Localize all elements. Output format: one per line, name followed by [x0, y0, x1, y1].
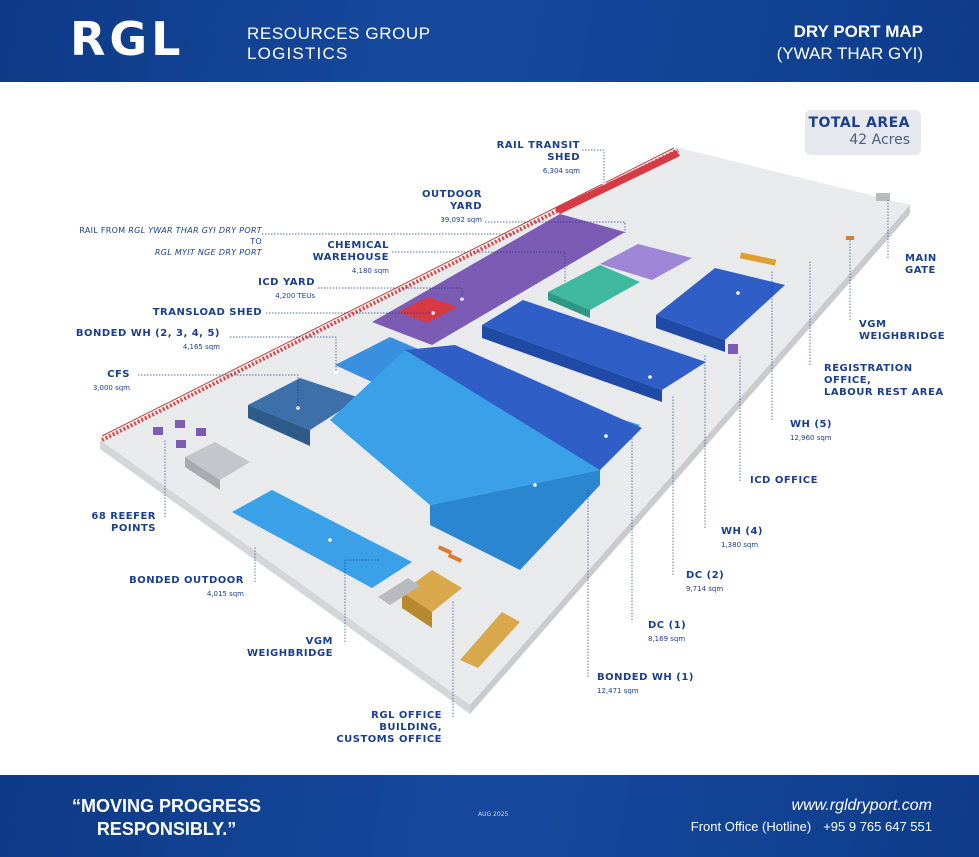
hotline-number[interactable]: +95 9 765 647 551: [823, 819, 932, 834]
hotline-label: Front Office (Hotline): [690, 819, 812, 834]
label-chemical-warehouse: CHEMICAL WAREHOUSE 4,180 sqm: [312, 240, 389, 275]
company-name-line2: LOGISTICS: [247, 44, 349, 63]
label-rgl-office: RGL OFFICE BUILDING, CUSTOMS OFFICE: [336, 710, 442, 745]
bonded-wh-1: [330, 350, 640, 505]
label-registration-office: REGISTRATION OFFICE, LABOUR REST AREA: [824, 363, 944, 398]
label-main-gate: MAIN GATE: [905, 253, 937, 276]
icd-yard: [600, 244, 692, 280]
total-area-box: TOTAL AREA 42 Acres: [805, 110, 921, 155]
rail-note-mid: TO: [250, 237, 262, 246]
label-cfs: CFS 3,000 sqm: [92, 369, 130, 392]
rail-note-destination: RGL MYIT NGE DRY PORT: [154, 248, 262, 257]
cfs-building: [248, 378, 360, 430]
map-subtitle: (YWAR THAR GYI): [776, 44, 923, 63]
office-outbuilding: [460, 612, 520, 668]
total-area-value: 42 Acres: [849, 132, 910, 148]
main-gate-box: [876, 193, 890, 201]
transload-shed: [398, 297, 457, 323]
bonded-wh-2345: [335, 337, 425, 382]
site-ground-edge: [470, 205, 910, 714]
reefer-box-1: [153, 427, 163, 435]
wh5-building-side: [656, 315, 725, 352]
label-transload-shed: TRANSLOAD SHED: [152, 307, 262, 318]
label-bonded-outdoor: BONDED OUTDOOR 4,015 sqm: [129, 575, 244, 598]
vgm-weighbridge-left: [437, 545, 453, 555]
label-reefer-points: 68 REEFER POINTS: [91, 511, 156, 534]
chemical-warehouse: [548, 265, 640, 310]
label-outdoor-yard: OUTDOOR YARD 39,092 sqm: [422, 189, 482, 224]
vgm-weighbridge-left-2: [447, 553, 463, 563]
leader-lines: [138, 149, 889, 717]
cfs-building-side: [248, 405, 310, 446]
header-banner: RGL RESOURCES GROUP LOGISTICS DRY PORT M…: [0, 0, 979, 82]
label-bonded-wh-1: BONDED WH (1) 12,471 sqm: [597, 672, 694, 695]
dc2-building: [482, 300, 706, 390]
label-vgm-weighbridge-left: VGM WEIGHBRIDGE: [246, 636, 333, 659]
label-icd-yard: ICD YARD 4,200 TEUs: [258, 277, 315, 300]
rgl-logo: RGL: [70, 12, 185, 66]
chemical-warehouse-side: [548, 292, 590, 318]
icd-office-box: [728, 344, 738, 354]
label-bonded-wh-2345: BONDED WH (2, 3, 4, 5) 4,165 sqm: [75, 328, 220, 351]
company-name-line1: RESOURCES GROUP: [247, 24, 431, 43]
slogan-line1: “MOVING PROGRESS: [72, 796, 262, 816]
footer-banner: “MOVING PROGRESS RESPONSIBLY.” AUG 2025 …: [0, 775, 979, 857]
reefer-shed: [185, 442, 250, 480]
slogan: “MOVING PROGRESS RESPONSIBLY.”: [72, 795, 261, 841]
rail-note-origin: RGL YWAR THAR GYI DRY PORT: [128, 226, 262, 235]
website-link[interactable]: www.rgldryport.com: [791, 797, 932, 814]
slogan-line2: RESPONSIBLY.”: [96, 819, 237, 839]
dc2-building-side: [482, 325, 662, 402]
dry-port-map: [100, 147, 910, 717]
site-ground-edge-left: [100, 440, 470, 714]
map-title: DRY PORT MAP: [793, 22, 923, 41]
hotline: Front Office (Hotline) +95 9 765 647 551: [691, 819, 932, 834]
label-wh4: WH (4) 1,380 sqm: [721, 526, 763, 549]
reefer-box-2: [175, 420, 185, 428]
reefer-box-3: [196, 428, 206, 436]
registration-office: [739, 252, 777, 266]
dc1-building: [405, 345, 642, 470]
label-dc1: DC (1) 8,169 sqm: [648, 620, 687, 643]
rail-note: RAIL FROM RGL YWAR THAR GYI DRY PORT TO R…: [66, 225, 262, 258]
bonded-wh-1-side: [430, 470, 600, 570]
reefer-box-4: [176, 440, 186, 448]
label-icd-office: ICD OFFICE: [750, 475, 818, 486]
label-wh5: WH (5) 12,960 sqm: [790, 419, 832, 442]
vgm-weighbridge-right: [846, 236, 854, 240]
total-area-title: TOTAL AREA: [808, 115, 910, 131]
date-stamp: AUG 2025: [478, 811, 509, 818]
bonded-outdoor: [232, 490, 412, 588]
label-rail-transit-shed: RAIL TRANSIT SHED 6,304 sqm: [496, 140, 580, 175]
rgl-office-building: [402, 570, 462, 612]
reefer-shed-side: [185, 457, 220, 490]
grey-annex: [378, 578, 420, 605]
rgl-office-side: [402, 592, 432, 628]
rail-note-prefix: RAIL FROM: [79, 226, 129, 235]
wh5-building: [656, 268, 785, 340]
label-dc2: DC (2) 9,714 sqm: [686, 570, 725, 593]
rail-track-2: [101, 147, 675, 437]
rail-transit-shed: [555, 150, 680, 214]
label-vgm-weighbridge-right: VGM WEIGHBRIDGE: [859, 319, 946, 342]
